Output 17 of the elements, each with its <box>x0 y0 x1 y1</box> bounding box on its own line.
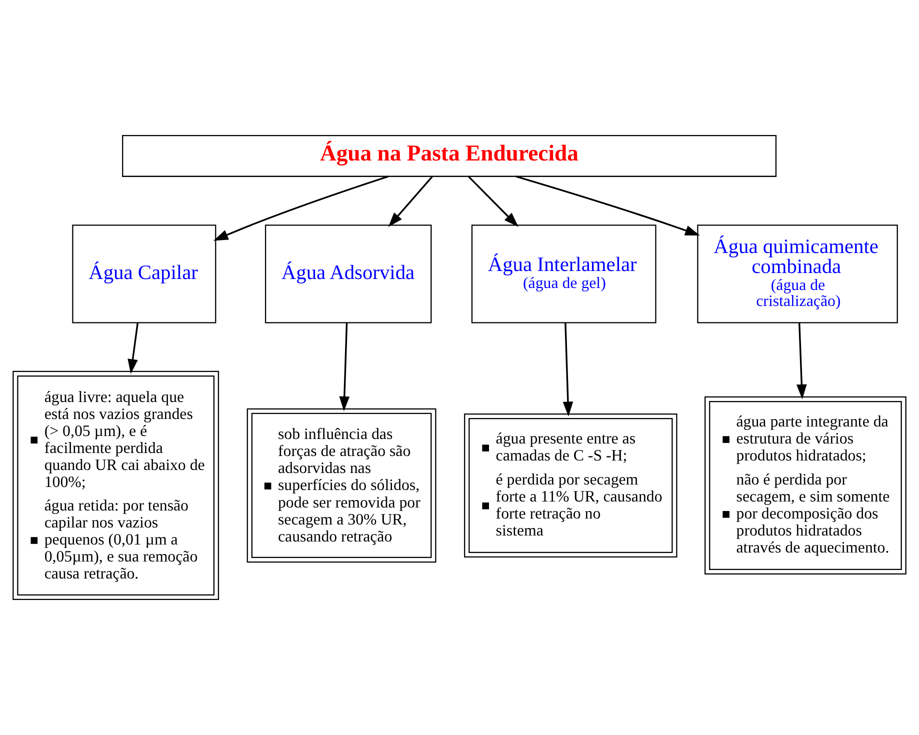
node-box: água presente entre as camadas de C -S -H; é perdida por secagem forte a 11% UR, causando forte retração no sistema <box>464 413 678 558</box>
arrow <box>562 323 574 416</box>
node-box: sob influência das forças de atração são adsorvidas nas superfícies do sólidos, pode ser removida por secagem a 30% UR, causando retração <box>246 408 436 563</box>
arrow <box>213 176 389 241</box>
arrow <box>516 176 700 236</box>
arrow <box>468 176 518 227</box>
node-box: Água Interlamelar (água de gel) <box>471 224 656 324</box>
arrow <box>128 322 138 374</box>
arrow <box>339 323 350 412</box>
node-box: Água quimicamente combinada (água de cristalização) <box>697 224 898 324</box>
node-box: água livre: aquela que está nos vazios grandes (> 0,05 µm), e é facilmente perdida quando UR cai abaixo de 100%; água retida: por tensão capilar nos vazios pequenos (0,01 µm a 0,05µm), e sua remoção causa retração. <box>12 370 220 600</box>
node-box: Água Adsorvida <box>264 224 432 324</box>
node-box: Água na Pasta Endurecida <box>122 134 777 177</box>
arrow <box>796 323 807 400</box>
arrow <box>388 176 433 228</box>
node-box: água parte integrante da estrutura de vários produtos hidratados; não é perdida por secagem, e sim somente por decomposição dos produtos hidratados através de aquecimento. <box>704 396 906 574</box>
node-box: Água Capilar <box>72 224 216 324</box>
